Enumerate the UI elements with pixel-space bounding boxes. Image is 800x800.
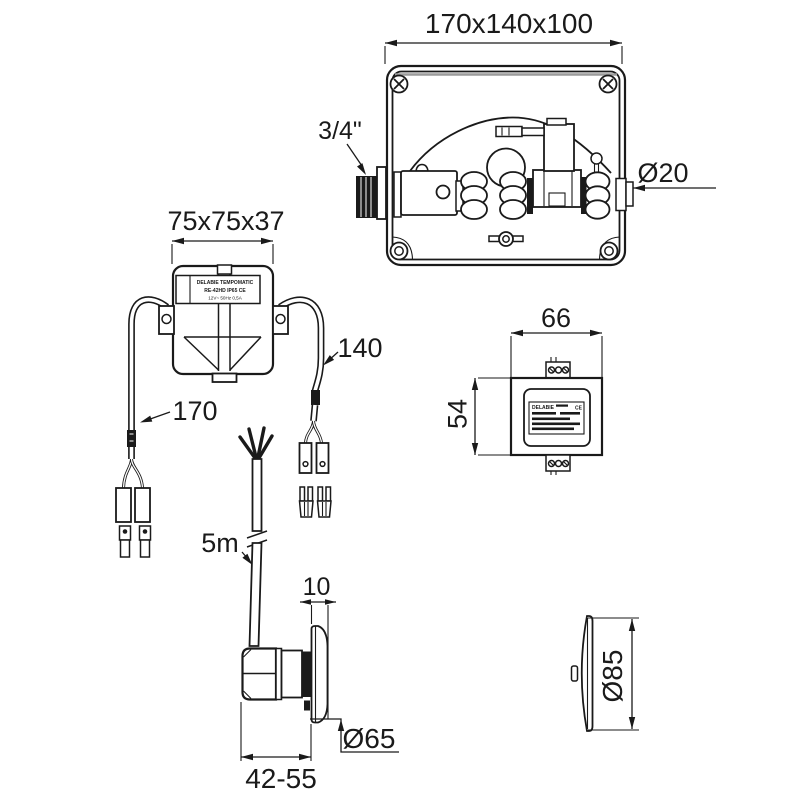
outlet-stub <box>625 181 634 207</box>
collar-diameter-label: Ø65 <box>343 723 396 754</box>
right-wire-connectors <box>298 390 332 518</box>
transformer-view: 75x75x37 DELABIE TEMPOMATIC RE-42HD IP65… <box>115 206 383 558</box>
cable-5m: 5m <box>201 426 274 647</box>
control-module-view: 66 54 DELABIE CE <box>442 303 604 475</box>
head-depth-label: 10 <box>303 573 331 601</box>
transformer-dimension-label: 75x75x37 <box>167 206 284 236</box>
cable-length-label: 5m <box>201 528 239 558</box>
button-face <box>310 625 329 724</box>
internal-cover-contour <box>409 116 612 174</box>
module-width-label: 66 <box>541 303 571 333</box>
left-wire-length-label: 170 <box>172 396 217 426</box>
push-button-side-view: 10 Ø65 42-55 <box>240 573 399 794</box>
bottom-fixing-screw <box>488 231 524 247</box>
cover-plate-side-view: Ø85 <box>570 615 639 732</box>
plate-button-nub <box>570 665 579 682</box>
module-rating-label: DELABIE CE <box>528 401 585 435</box>
terminal-block-bottom <box>545 454 571 475</box>
corner-screws <box>389 74 620 261</box>
module-height-label: 54 <box>442 399 472 429</box>
transformer-wires <box>128 296 325 430</box>
plate-diameter-label: Ø85 <box>597 650 628 703</box>
valve-assembly <box>400 117 634 220</box>
button-body <box>280 649 303 699</box>
module-label-brand: DELABIE <box>532 405 555 411</box>
solenoid-valve <box>495 117 582 208</box>
enclosure-dimension-label: 170x140x100 <box>425 8 593 39</box>
transformer-rating-label: DELABIE TEMPOMATIC RE-42HD IP65 CE 12V~ … <box>175 274 261 305</box>
right-wire-length-label: 140 <box>337 333 382 363</box>
terminal-block-top <box>545 357 571 379</box>
left-wire-connectors <box>115 430 152 558</box>
outlet-diameter-label: Ø20 <box>637 158 688 188</box>
module-label-ce: CE <box>575 406 583 412</box>
threaded-collar <box>302 651 312 697</box>
enclosure-view: 170x140x100 <box>318 8 716 267</box>
transformer-label-line2: RE-42HD IP65 CE <box>204 288 246 294</box>
wall-range-label: 42-55 <box>245 763 317 794</box>
transformer-label-line3: 12V~ 50Hz 0,5A <box>208 296 243 301</box>
transformer-label-line1: DELABIE TEMPOMATIC <box>197 280 254 286</box>
inlet-size-label: 3/4" <box>318 117 362 145</box>
